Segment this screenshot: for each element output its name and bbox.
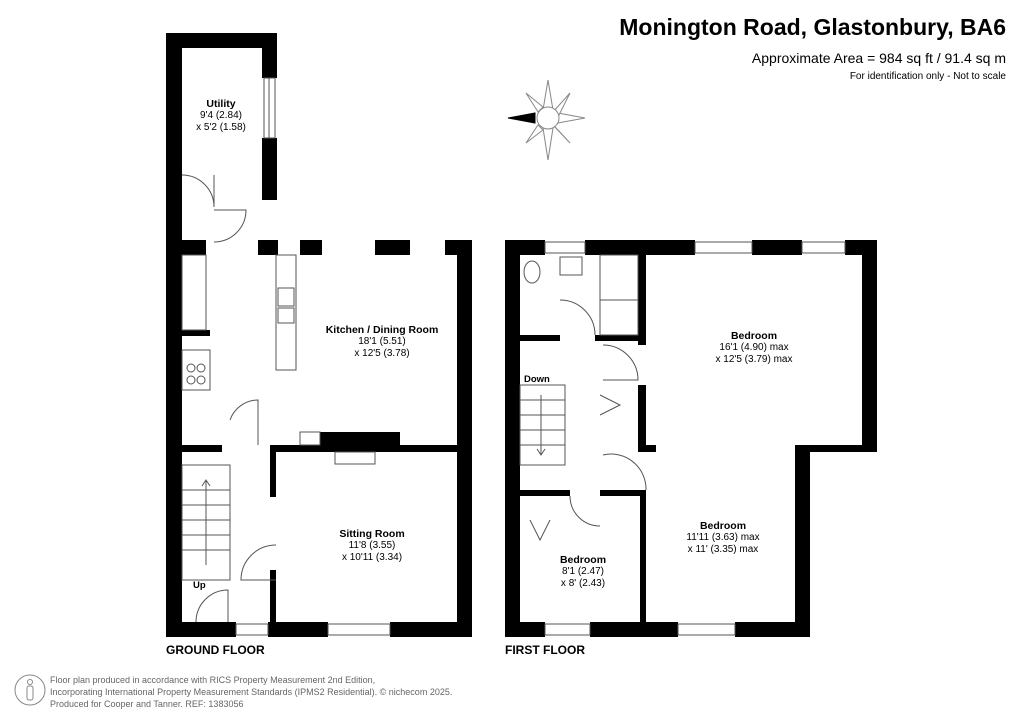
ground-floor-fixtures [181,77,391,636]
scale-note: For identification only - Not to scale [849,71,1006,82]
stairs-up-label: Up [193,580,206,591]
first-floor-fixtures [519,241,846,636]
approximate-area: Approximate Area = 984 sq ft / 91.4 sq m [751,50,1006,66]
stairs-down-label: Down [524,374,550,385]
compass-icon [507,79,586,161]
ground-floor-label: GROUND FLOOR [166,643,265,657]
ground-floor-walls [166,33,472,637]
person-icon [14,674,46,706]
property-title: Monington Road, Glastonbury, BA6 [619,14,1006,40]
footer-disclaimer: Floor plan produced in accordance with R… [50,675,453,709]
first-floor-label: FIRST FLOOR [505,643,585,657]
first-floor-walls [505,240,877,637]
